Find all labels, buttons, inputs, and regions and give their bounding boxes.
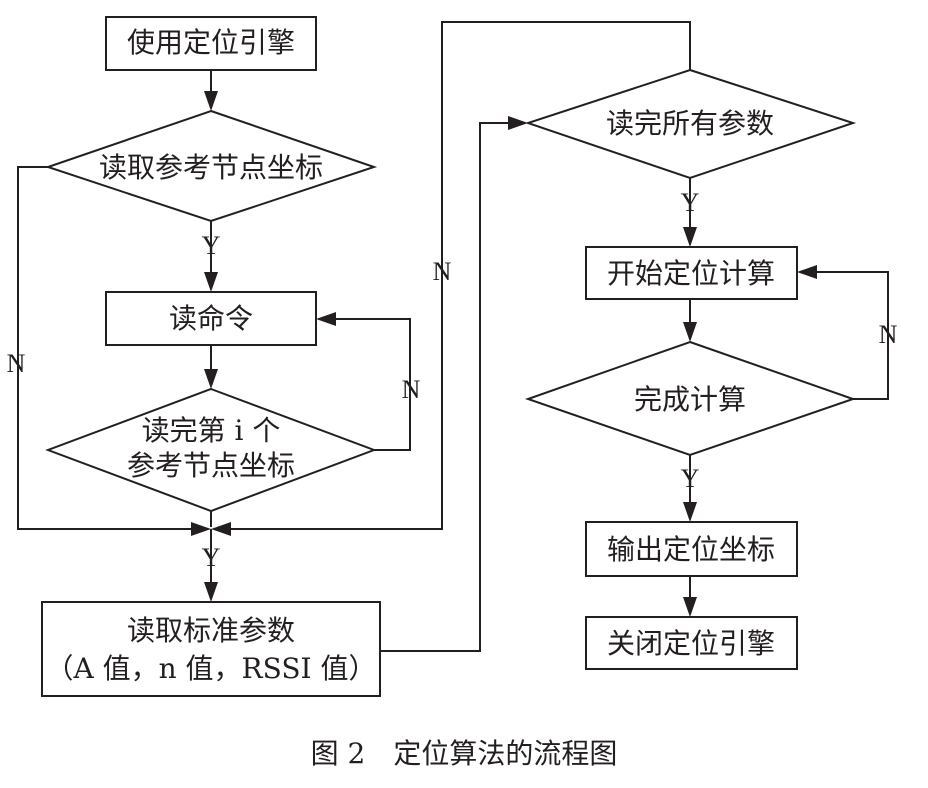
box-close-engine (585, 616, 798, 670)
arrow-ith-no-loop (316, 312, 336, 326)
text-read-ref-coords: 读取参考节点坐标 (99, 151, 323, 184)
arrow-to-start (683, 227, 697, 247)
arrow-to-output (683, 502, 697, 522)
arrow-to-close (683, 597, 697, 617)
label-no-ith: N (402, 375, 421, 404)
edge-std-to-allparams (380, 122, 510, 652)
label-yes-allparams: Y (681, 188, 700, 217)
text-read-ith-line2: 参考节点坐标 (127, 449, 295, 482)
edge-finish-no-loop (815, 271, 889, 400)
text-read-all-params: 读完所有参数 (606, 107, 774, 140)
text-read-command: 读命令 (169, 302, 253, 335)
arrow-junction-left (191, 522, 211, 536)
label-no-refcoords: N (7, 349, 26, 378)
label-yes-refcoords: Y (202, 231, 221, 260)
box-output-coords (585, 521, 798, 577)
text-read-ith-line1: 读完第 i 个 (142, 414, 281, 447)
label-yes-junction: Y (202, 543, 221, 572)
arrow-to-finish (683, 322, 697, 342)
arrow-to-std (204, 582, 218, 602)
text-output-coords: 输出定位坐标 (607, 533, 775, 566)
edge-ith-no-loop (334, 318, 411, 451)
edge-refcoords-no (17, 166, 193, 530)
figure-caption: 图 2 定位算法的流程图 (311, 737, 618, 770)
box-use-engine (105, 16, 317, 71)
edge-allparams-no (229, 21, 691, 530)
arrow-to-command (204, 272, 218, 292)
arrow-to-ith (204, 369, 218, 389)
label-no-finish: N (879, 320, 898, 349)
text-read-std-line1: 读取标准参数 (127, 614, 295, 647)
text-start-calc: 开始定位计算 (607, 257, 775, 290)
text-use-engine: 使用定位引擎 (127, 26, 295, 59)
text-finish-calc: 完成计算 (634, 383, 746, 416)
text-close-engine: 关闭定位引擎 (607, 627, 775, 660)
arrow-to-allparams (508, 116, 528, 130)
text-read-std-line2: （A 值，n 值，RSSI 值） (46, 652, 377, 685)
box-start-calc (585, 246, 798, 300)
arrow-finish-no-loop (797, 265, 817, 279)
arrow-junction-right (211, 522, 231, 536)
box-read-std-params (41, 601, 381, 697)
label-yes-finish: Y (681, 464, 700, 493)
arrow-to-refcoords (204, 91, 218, 111)
label-no-allparams: N (433, 257, 452, 286)
